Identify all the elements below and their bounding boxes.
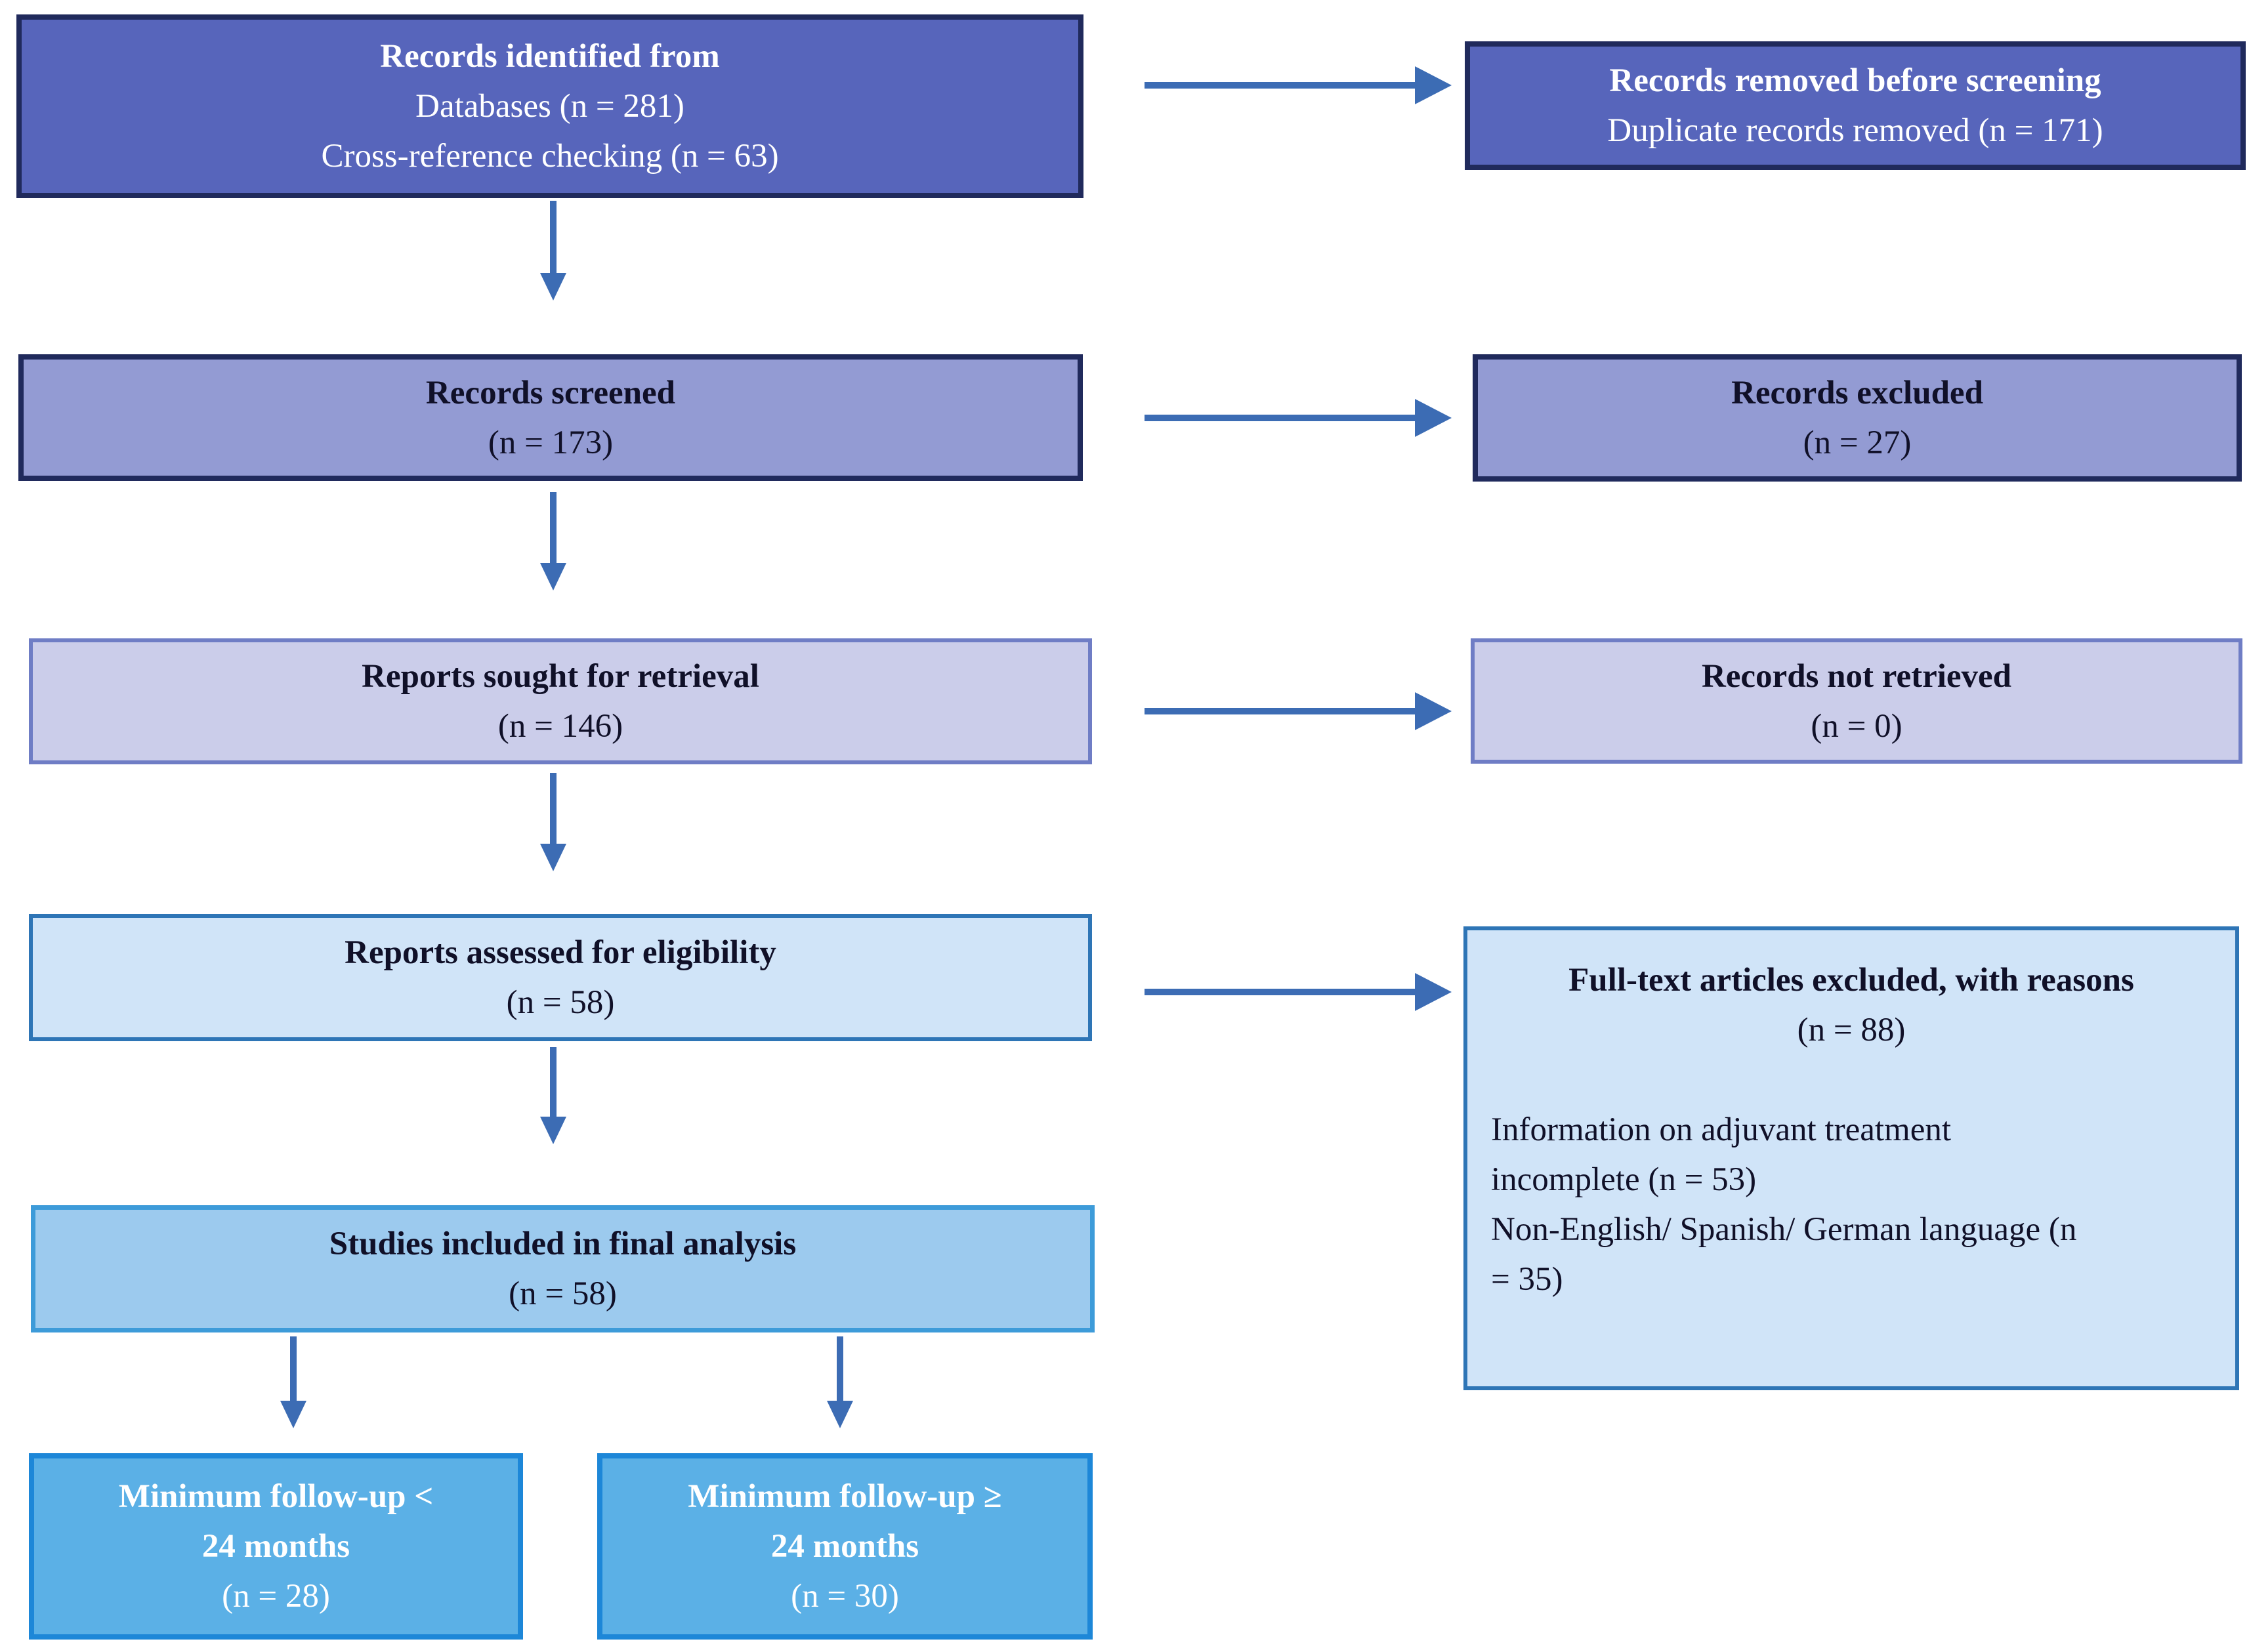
- records-excluded-title: Records excluded: [1731, 375, 1983, 411]
- records-identified-crossref: Cross-reference checking (n = 63): [321, 138, 779, 175]
- records-not-retrieved-title: Records not retrieved: [1701, 657, 2012, 695]
- fulltext-excluded-count: (n = 88): [1797, 1012, 1906, 1048]
- arrow-stem: [550, 773, 557, 844]
- records-removed-duplicates: Duplicate records removed (n = 171): [1607, 112, 2103, 149]
- arrow-stem: [837, 1336, 843, 1401]
- box-records-screened: Records screened (n = 173): [18, 354, 1083, 481]
- box-followup-under-24: Minimum follow-up < 24 months (n = 28): [29, 1453, 523, 1640]
- arrow-included-to-followup-under-icon: [280, 1336, 306, 1428]
- arrow-included-to-followup-over-icon: [827, 1336, 853, 1428]
- followup-under-24-line1: Minimum follow-up <: [118, 1478, 434, 1515]
- box-reports-assessed: Reports assessed for eligibility (n = 58…: [29, 914, 1092, 1041]
- box-records-excluded: Records excluded (n = 27): [1473, 354, 2242, 482]
- arrow-head: [1415, 973, 1452, 1011]
- box-fulltext-excluded: Full-text articles excluded, with reason…: [1463, 926, 2239, 1390]
- arrow-stem: [550, 1047, 557, 1117]
- arrow-screened-to-sought-icon: [540, 492, 566, 590]
- studies-included-count: (n = 58): [509, 1275, 617, 1312]
- followup-under-24-count: (n = 28): [222, 1578, 330, 1615]
- arrow-head: [827, 1401, 853, 1428]
- reports-sought-count: (n = 146): [497, 708, 623, 745]
- arrow-stem: [550, 201, 557, 273]
- records-removed-title: Records removed before screening: [1609, 62, 2101, 99]
- box-reports-sought: Reports sought for retrieval (n = 146): [29, 638, 1092, 764]
- arrow-identified-to-removed-icon: [1145, 66, 1452, 104]
- arrow-head: [540, 563, 566, 590]
- arrow-stem: [1145, 989, 1415, 995]
- records-identified-databases: Databases (n = 281): [415, 88, 684, 125]
- arrow-head: [540, 273, 566, 300]
- records-screened-title: Records screened: [425, 374, 676, 411]
- records-not-retrieved-count: (n = 0): [1811, 707, 1902, 745]
- arrow-stem: [1145, 415, 1415, 421]
- followup-under-24-line2: 24 months: [201, 1528, 350, 1565]
- box-records-not-retrieved: Records not retrieved (n = 0): [1471, 638, 2242, 764]
- arrow-assessed-to-fulltext-excluded-icon: [1145, 973, 1452, 1011]
- arrow-sought-to-assessed-icon: [540, 773, 566, 871]
- arrow-head: [1415, 399, 1452, 437]
- arrow-head: [540, 844, 566, 871]
- followup-over-24-count: (n = 30): [791, 1578, 899, 1615]
- followup-over-24-line1: Minimum follow-up ≥: [688, 1478, 1002, 1515]
- reason-incomplete: Information on adjuvant treatment incomp…: [1491, 1111, 1952, 1198]
- reports-assessed-title: Reports assessed for eligibility: [345, 934, 776, 971]
- arrow-head: [1415, 692, 1452, 730]
- arrow-assessed-to-included-icon: [540, 1047, 566, 1144]
- arrow-sought-to-not-retrieved-icon: [1145, 692, 1452, 730]
- records-excluded-count: (n = 27): [1803, 424, 1912, 461]
- followup-over-24-line2: 24 months: [770, 1528, 919, 1565]
- records-identified-title: Records identified from: [380, 38, 720, 75]
- reports-assessed-count: (n = 58): [506, 984, 615, 1021]
- arrow-screened-to-excluded-icon: [1145, 399, 1452, 437]
- reports-sought-title: Reports sought for retrieval: [362, 658, 759, 695]
- fulltext-excluded-title: Full-text articles excluded, with reason…: [1568, 962, 2134, 999]
- arrow-head: [540, 1117, 566, 1144]
- box-records-identified: Records identified from Databases (n = 2…: [16, 14, 1083, 198]
- studies-included-title: Studies included in final analysis: [329, 1226, 797, 1262]
- arrow-stem: [550, 492, 557, 563]
- reason-language: Non-English/ Spanish/ German language (n…: [1491, 1211, 2077, 1298]
- records-screened-count: (n = 173): [488, 424, 614, 461]
- arrow-stem: [1145, 82, 1415, 89]
- arrow-stem: [1145, 708, 1415, 714]
- arrow-stem: [290, 1336, 297, 1401]
- fulltext-excluded-reasons: Information on adjuvant treatment incomp…: [1491, 1105, 2095, 1304]
- arrow-head: [280, 1401, 306, 1428]
- box-followup-over-24: Minimum follow-up ≥ 24 months (n = 30): [597, 1453, 1093, 1640]
- arrow-identified-to-screened-icon: [540, 201, 566, 300]
- arrow-head: [1415, 66, 1452, 104]
- box-records-removed: Records removed before screening Duplica…: [1465, 41, 2246, 170]
- box-studies-included: Studies included in final analysis (n = …: [31, 1205, 1095, 1332]
